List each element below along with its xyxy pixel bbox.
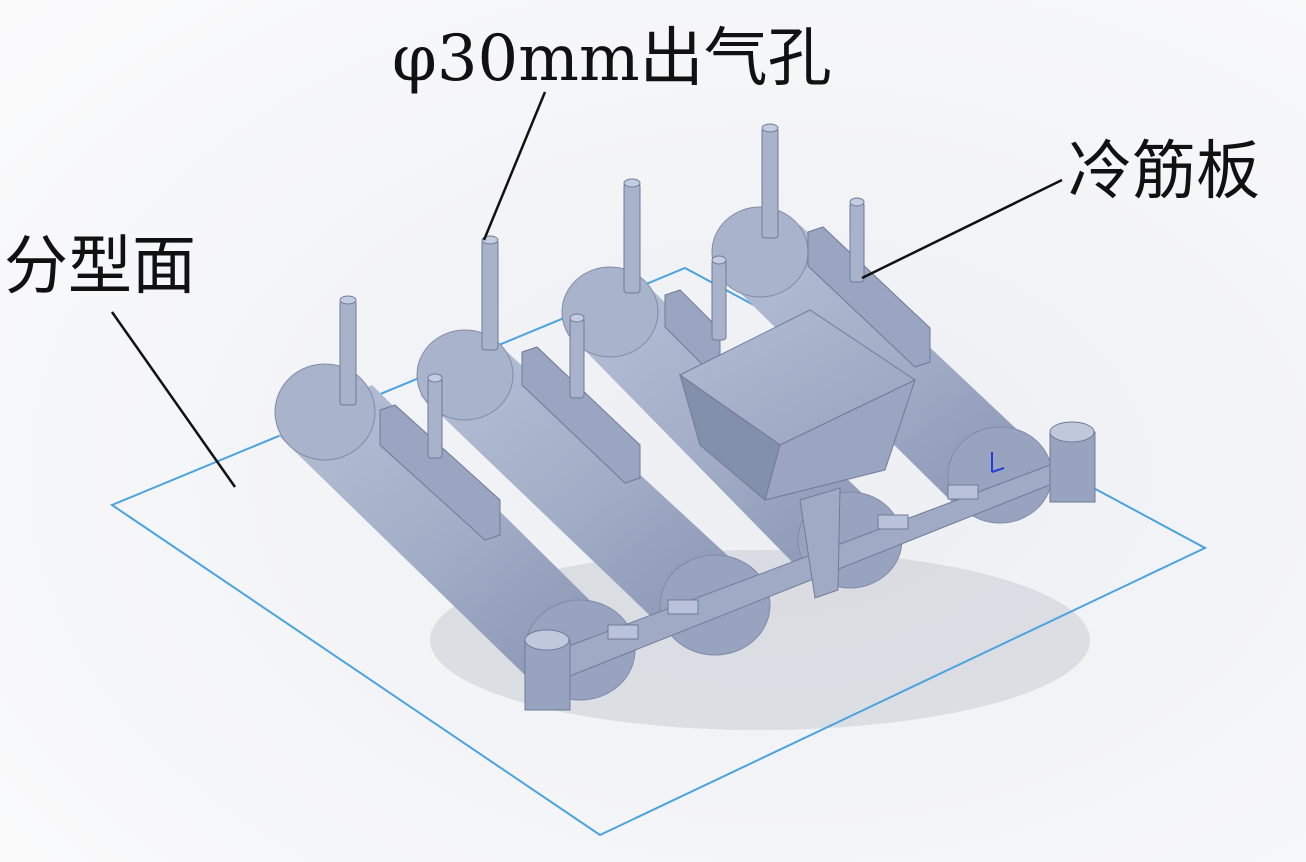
- leader-parting: [110, 311, 237, 488]
- label-chill: 冷筋板: [1068, 135, 1260, 209]
- vent-pipes: [339, 123, 865, 459]
- label-vent: φ30mm出气孔: [392, 22, 832, 96]
- chill-plates: [379, 226, 931, 541]
- pouring-cup: [679, 309, 917, 501]
- leader-vent: [482, 91, 547, 241]
- axis-marker: [991, 452, 1005, 473]
- label-parting: 分型面: [4, 230, 196, 304]
- runner-system: [524, 421, 1096, 711]
- leader-chill: [861, 178, 1063, 280]
